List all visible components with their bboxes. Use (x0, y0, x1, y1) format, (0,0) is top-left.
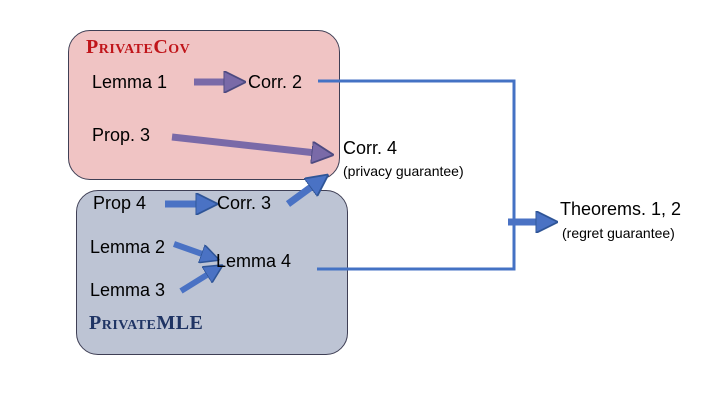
node-theorems-note: (regret guarantee) (562, 225, 675, 241)
edge-lemma4-theorems (317, 222, 516, 271)
node-lemma-3: Lemma 3 (90, 280, 166, 300)
node-corr-3: Corr. 3 (217, 193, 272, 213)
edge-corr2-theorems (318, 79, 516, 222)
edge-lemma3-lemma4 (179, 273, 210, 294)
node-lemma-4: Lemma 4 (216, 251, 292, 271)
node-corr-2: Corr. 2 (248, 72, 303, 92)
edge-corr3-corr4 (285, 185, 314, 207)
node-prop-4: Prop 4 (93, 193, 147, 213)
private-cov-group (68, 30, 340, 180)
node-prop-3: Prop. 3 (92, 125, 151, 145)
private-mle-title: PrivateMLE (89, 312, 204, 334)
private-cov-title: PrivateCov (86, 36, 191, 58)
node-lemma-1: Lemma 1 (92, 72, 168, 92)
node-lemma-2: Lemma 2 (90, 237, 166, 257)
node-corr-4-note: (privacy guarantee) (343, 163, 464, 179)
node-corr-4: Corr. 4 (343, 138, 398, 158)
node-theorems: Theorems. 1, 2 (560, 199, 682, 219)
edge-prop3-corr4 (171, 133, 316, 153)
edge-lemma2-lemma4 (172, 241, 205, 255)
